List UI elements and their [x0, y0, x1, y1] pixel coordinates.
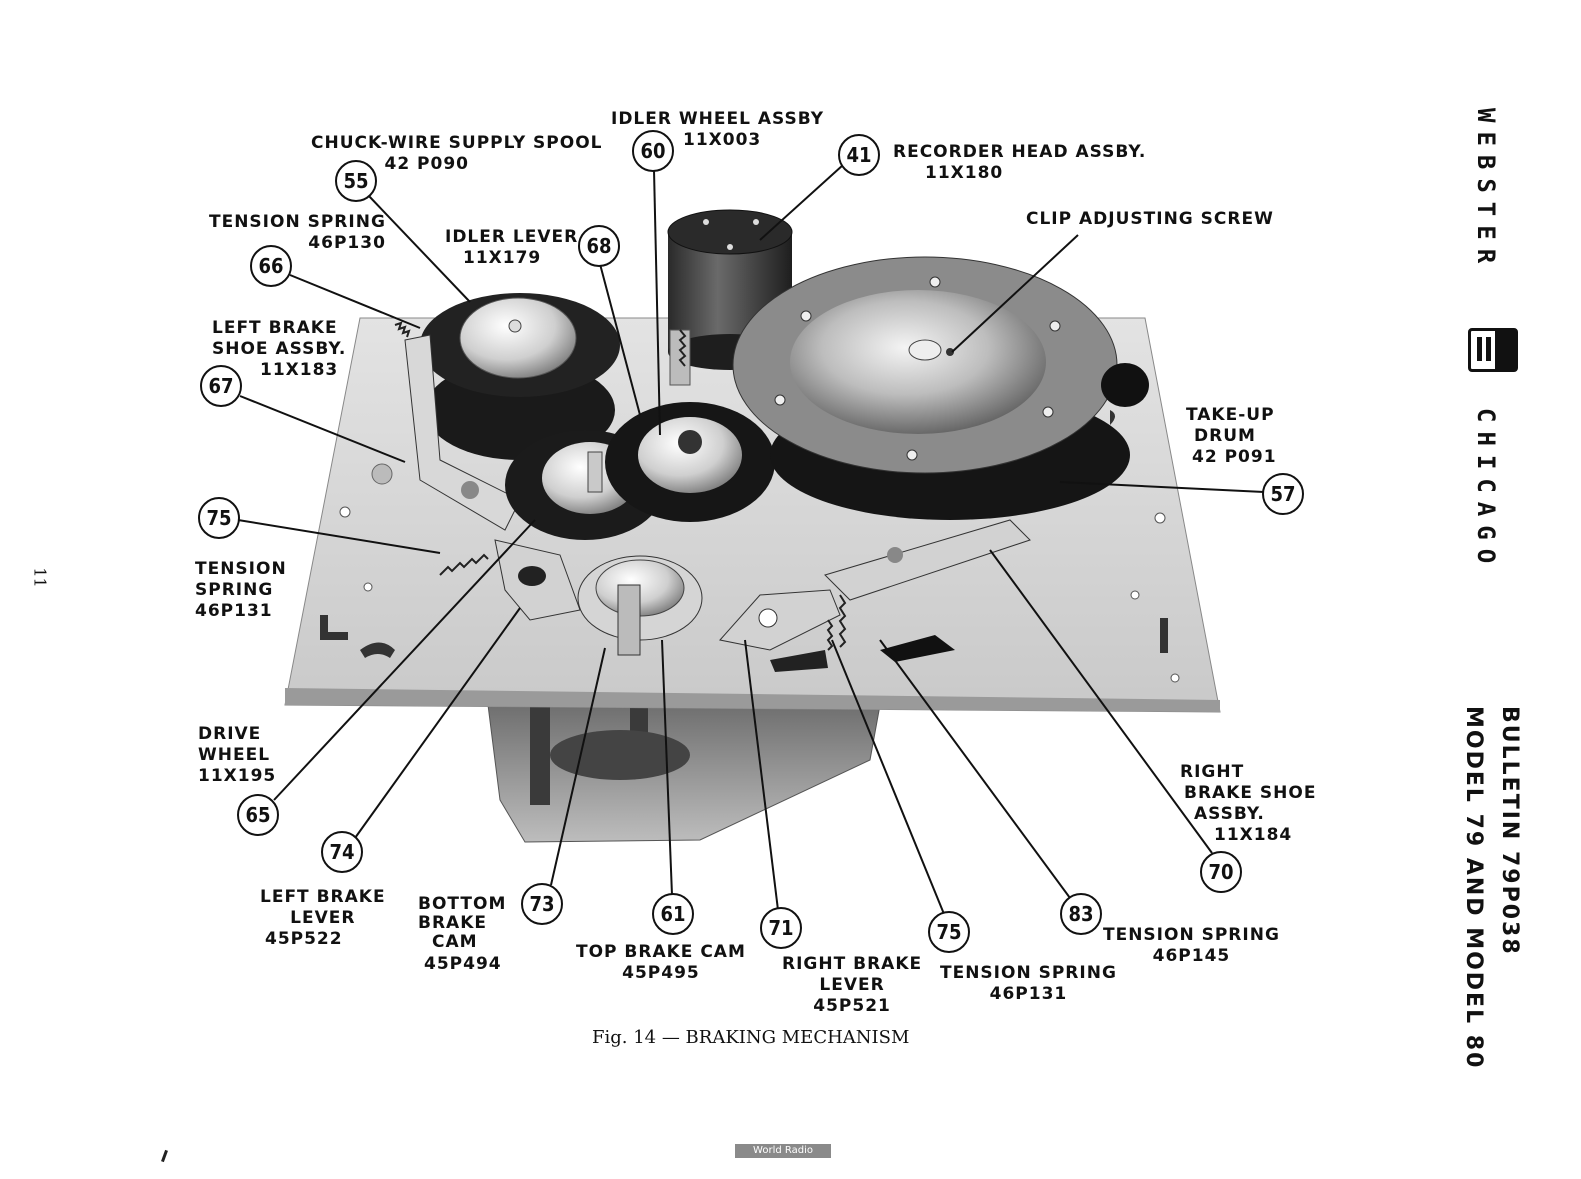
callout-55: 55 [335, 160, 377, 202]
bulletin-number: BULLETIN 79P038 [1497, 706, 1522, 956]
figure-caption: Fig. 14 — BRAKING MECHANISM [592, 1027, 910, 1048]
label-drive-wheel: DRIVE WHEEL 11X195 [198, 724, 277, 786]
label-tension-spring-75-left: TENSION SPRING 46P131 [195, 559, 287, 621]
callout-75-left: 75 [198, 497, 240, 539]
brand-webster: WEBSTER [1472, 108, 1500, 273]
callout-67: 67 [200, 365, 242, 407]
idler-wheel [605, 402, 775, 522]
callout-57: 57 [1262, 473, 1304, 515]
motor-housing [487, 704, 881, 843]
label-top-brake-cam: TOP BRAKE CAM 45P495 [576, 942, 746, 983]
callout-68: 68 [578, 225, 620, 267]
label-recorder-head-assby: RECORDER HEAD ASSBY. 11X180 [893, 142, 1147, 183]
take-up-drum [732, 256, 1149, 520]
brand-chicago: CHICAGO [1472, 408, 1500, 573]
brake-cams [494, 539, 703, 656]
callout-74: 74 [321, 831, 363, 873]
callout-61: 61 [652, 893, 694, 935]
page-number: 11 [30, 567, 50, 588]
callout-65: 65 [237, 794, 279, 836]
watermark: World Radio History [735, 1144, 831, 1170]
model-title: MODEL 79 AND MODEL 80 [1461, 706, 1486, 1070]
callout-73: 73 [521, 883, 563, 925]
callout-83: 83 [1060, 893, 1102, 935]
label-clip-adjusting-screw: CLIP ADJUSTING SCREW [1026, 209, 1274, 229]
label-tension-spring-66: TENSION SPRING 46P130 [209, 212, 386, 253]
label-tension-spring-83: TENSION SPRING 46P145 [1103, 925, 1280, 966]
callout-71: 71 [760, 907, 802, 949]
label-idler-wheel-assby: IDLER WHEEL ASSBY 11X003 [611, 109, 825, 150]
brand-logo [1468, 328, 1518, 372]
callout-75-right: 75 [928, 911, 970, 953]
label-left-brake-lever: LEFT BRAKE LEVER 45P522 [260, 887, 386, 949]
label-right-brake-shoe-assby: RIGHT BRAKE SHOE ASSBY. 11X184 [1180, 762, 1317, 845]
mounting-clips [320, 410, 1168, 658]
label-chuck-wire-supply-spool: CHUCK-WIRE SUPPLY SPOOL 42 P090 [311, 133, 603, 174]
callout-41: 41 [838, 134, 880, 176]
label-idler-lever: IDLER LEVER 11X179 [445, 227, 579, 268]
label-take-up-drum: TAKE-UP DRUM 42 P091 [1186, 405, 1277, 467]
label-tension-spring-75-right: TENSION SPRING 46P131 [940, 963, 1117, 1004]
callout-70: 70 [1200, 851, 1242, 893]
springs [394, 321, 847, 651]
label-right-brake-lever: RIGHT BRAKE LEVER 45P521 [782, 954, 923, 1016]
callout-60: 60 [632, 130, 674, 172]
right-brake-assembly [719, 519, 1031, 672]
label-left-brake-shoe-assby: LEFT BRAKE SHOE ASSBY. 11X183 [212, 318, 347, 380]
label-bottom-brake-cam: BOTTOM BRAKE CAM 45P494 [418, 894, 507, 974]
callout-66: 66 [250, 245, 292, 287]
